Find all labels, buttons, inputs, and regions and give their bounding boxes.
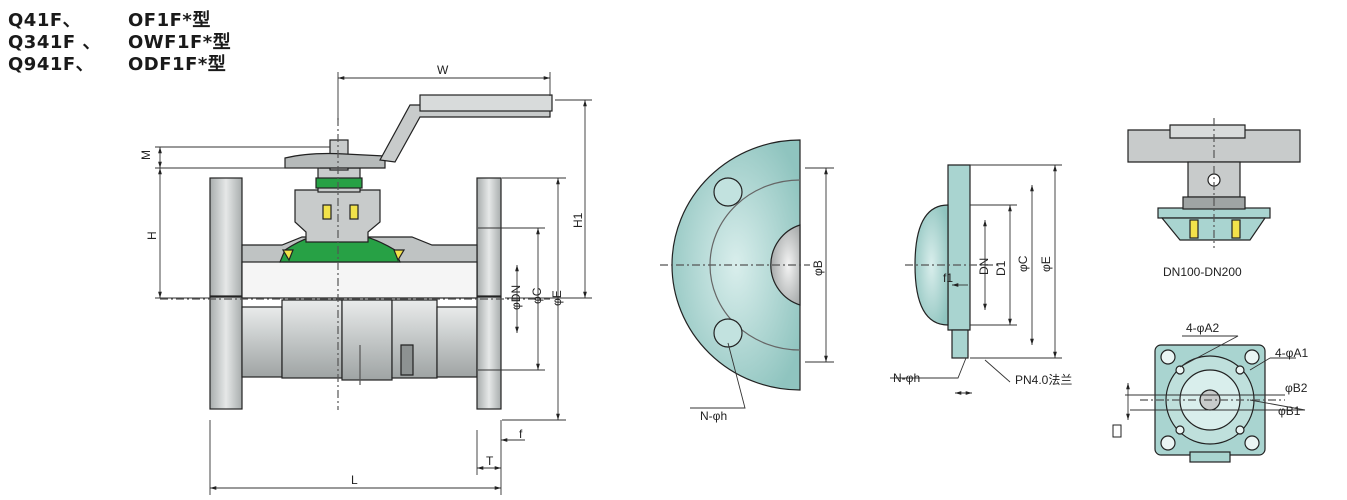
dimension-f: f xyxy=(519,427,523,441)
title-row: Q341F 、 OWF1F*型 xyxy=(8,28,268,53)
flange-front-labels: φB N-φh xyxy=(700,260,825,423)
dimension-e: φE xyxy=(1039,256,1053,272)
model-code: OWF1F*型 xyxy=(128,32,232,53)
dimension-dn: φDN xyxy=(509,285,523,310)
model-code: OF1F*型 xyxy=(128,10,211,31)
mounting-pad-dimensions xyxy=(1125,335,1306,420)
dimension-b: φB xyxy=(811,260,825,276)
title-row: Q941F、 ODF1F*型 xyxy=(8,50,268,75)
dimension-c: φC xyxy=(530,287,544,304)
dimension-a1: 4-φA1 xyxy=(1275,346,1308,360)
dimension-h: H xyxy=(145,231,159,240)
dimension-c: φC xyxy=(1016,255,1030,272)
dimension-l: L xyxy=(351,473,358,487)
flange-note: PN4.0法兰 xyxy=(1015,373,1072,387)
size-range-caption: DN100-DN200 xyxy=(1163,265,1242,279)
bolt-holes-label: N-φh xyxy=(893,371,920,385)
dimension-d1: D1 xyxy=(994,260,1008,276)
mounting-pad-labels: 4-φA2 4-φA1 φB2 φB1 xyxy=(1186,321,1308,418)
model-number: Q41F、 xyxy=(8,10,82,31)
valve-assembly-view xyxy=(160,94,553,410)
title-row: Q41F、 OF1F*型 xyxy=(8,6,268,31)
flange-section-dimensions xyxy=(890,164,1062,395)
flange-section-view xyxy=(905,164,1000,359)
model-number: Q941F、 xyxy=(8,54,95,75)
dimension-h1: H1 xyxy=(571,212,585,228)
dimension-a2: 4-φA2 xyxy=(1186,321,1219,335)
dimension-m: M xyxy=(139,150,153,160)
flange-section-labels: f1 DN D1 φC φE N-φh PN4.0法兰 xyxy=(893,255,1072,387)
valve-body-lower xyxy=(209,296,502,410)
dimension-b1: φB1 xyxy=(1278,404,1301,418)
dimension-dn: DN xyxy=(977,258,991,275)
mounting-pad-view xyxy=(1140,344,1285,463)
main-dimension-labels: W M H H1 φDN φC φE L T f xyxy=(139,63,585,487)
top-mount-detail xyxy=(1127,118,1301,248)
model-number: Q341F 、 xyxy=(8,32,101,53)
model-title-block: Q41F、 OF1F*型 Q341F 、 OWF1F*型 Q941F、 ODF1… xyxy=(8,6,268,75)
bolt-holes-label: N-φh xyxy=(700,409,727,423)
dimension-e: φE xyxy=(550,290,564,306)
dimension-t: T xyxy=(486,454,494,468)
flange-front-dimensions xyxy=(690,167,834,409)
dimension-f1: f1 xyxy=(943,271,953,285)
flange-front-view xyxy=(660,139,810,391)
valve-body-section xyxy=(209,94,553,299)
main-dimensions xyxy=(155,72,592,495)
square-drive-symbol xyxy=(1112,424,1122,438)
model-code: ODF1F*型 xyxy=(128,54,227,75)
dimension-w: W xyxy=(437,63,449,77)
dimension-b2: φB2 xyxy=(1285,381,1308,395)
